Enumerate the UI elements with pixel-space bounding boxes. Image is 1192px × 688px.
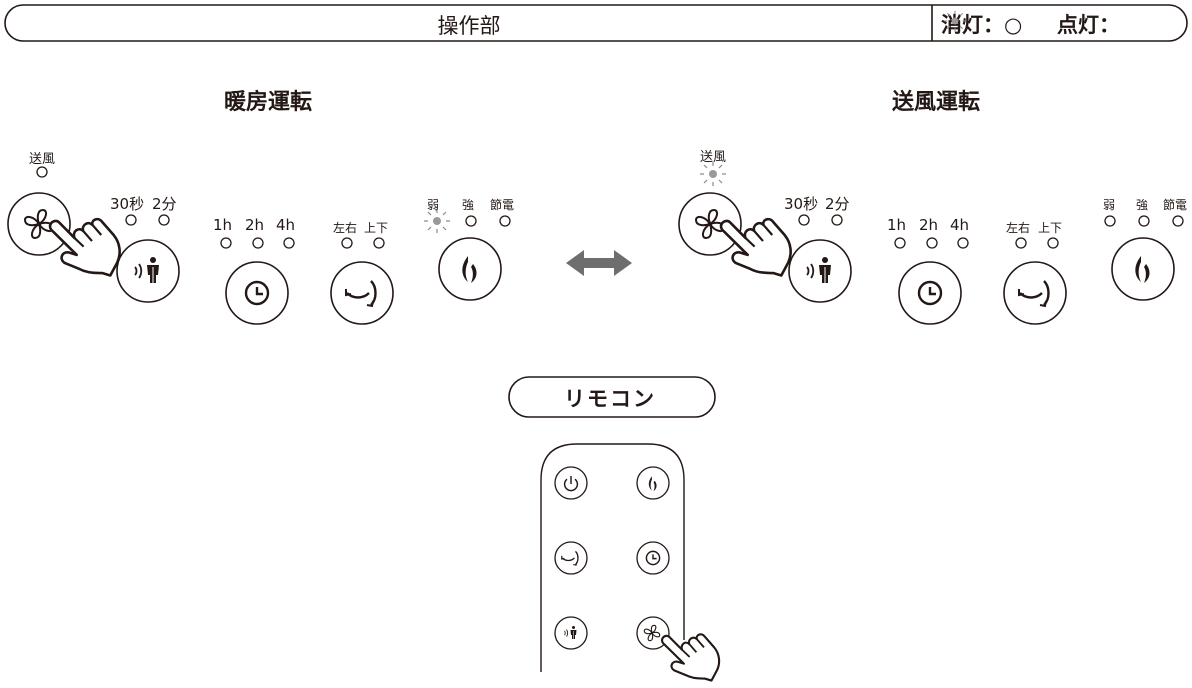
left-sensor-led-2m <box>158 214 170 226</box>
right-heat-led-strong <box>1138 215 1150 227</box>
remote-timer-button[interactable] <box>636 541 670 575</box>
right-timer-label-1h: 1h <box>887 216 907 234</box>
right-heat-label-strong: 強 <box>1136 198 1149 212</box>
right-sensor-led-30s <box>798 214 810 226</box>
right-heat-label-weak: 弱 <box>1103 198 1116 212</box>
right-sensor-button[interactable] <box>788 239 852 303</box>
right-sensor-label-30s: 30秒 <box>784 195 819 213</box>
header-title: 操作部 <box>437 14 501 38</box>
right-heat-led-eco <box>1172 215 1184 227</box>
left-heat-led-strong <box>465 215 477 227</box>
left-swing-led-lr <box>341 237 353 249</box>
right-heat-led-weak <box>1104 215 1116 227</box>
right-heat-button[interactable] <box>1111 237 1175 301</box>
right-swing-led-ud <box>1047 237 1059 249</box>
left-swing-button[interactable] <box>330 261 394 325</box>
left-swing-label-ud: 上下 <box>364 221 389 235</box>
right-swing-button[interactable] <box>1003 261 1067 325</box>
remote-title-frame <box>508 376 716 418</box>
remote-power-button[interactable] <box>554 466 588 500</box>
right-heat-label-eco: 節電 <box>1163 198 1188 212</box>
remote-swing-button[interactable] <box>554 541 588 575</box>
right-swing-label-ud: 上下 <box>1038 221 1063 235</box>
legend-off-label: 消灯： <box>941 13 1004 37</box>
left-heat-label-weak: 弱 <box>427 198 440 212</box>
right-sensor-led-2m <box>831 214 843 226</box>
left-sensor-label-2m: 2分 <box>152 195 177 213</box>
led-legend: 消灯：○ 点灯： <box>941 9 1120 39</box>
left-sensor-button[interactable] <box>116 239 180 303</box>
right-timer-led-4h <box>957 237 969 249</box>
left-timer-label-4h: 4h <box>276 216 296 234</box>
right-timer-button[interactable] <box>898 261 962 325</box>
left-fan-label: 送風 <box>28 152 55 167</box>
fan-mode-title: 送風運転 <box>891 90 980 115</box>
right-fan-button[interactable] <box>678 192 742 256</box>
remote-body <box>540 443 685 672</box>
header-frame <box>4 4 1188 42</box>
legend-on-label: 点灯： <box>1056 13 1120 37</box>
left-sensor-led-30s <box>125 214 137 226</box>
left-fan-led <box>36 166 48 178</box>
left-heat-button[interactable] <box>438 237 502 301</box>
left-sensor-label-30s: 30秒 <box>110 195 145 213</box>
left-timer-label-2h: 2h <box>245 216 265 234</box>
left-timer-led-2h <box>252 237 264 249</box>
left-swing-led-ud <box>373 237 385 249</box>
right-swing-label-lr: 左右 <box>1006 221 1031 235</box>
left-fan-button[interactable] <box>7 192 71 256</box>
right-timer-label-2h: 2h <box>919 216 939 234</box>
right-fan-label: 送風 <box>699 150 726 165</box>
left-timer-label-1h: 1h <box>213 216 233 234</box>
left-timer-led-1h <box>220 237 232 249</box>
left-swing-label-lr: 左右 <box>333 221 358 235</box>
left-timer-button[interactable] <box>225 261 289 325</box>
left-heat-led-eco <box>499 215 511 227</box>
right-timer-led-1h <box>894 237 906 249</box>
remote-fan-button[interactable] <box>636 616 670 650</box>
right-sensor-label-2m: 2分 <box>825 195 850 213</box>
left-heat-label-strong: 強 <box>462 198 475 212</box>
right-swing-led-lr <box>1015 237 1027 249</box>
remote-sensor-button[interactable] <box>554 616 588 650</box>
remote-title: リモコン <box>564 387 656 411</box>
legend-off-symbol: ○ <box>1004 13 1023 37</box>
double-arrow-icon <box>566 250 632 276</box>
left-timer-led-4h <box>283 237 295 249</box>
heating-mode-title: 暖房運転 <box>223 90 312 115</box>
right-timer-led-2h <box>926 237 938 249</box>
right-timer-label-4h: 4h <box>950 216 970 234</box>
remote-flame-button[interactable] <box>636 466 670 500</box>
header-bar: 操作部 消灯：○ 点灯： <box>4 4 1188 42</box>
left-heat-label-eco: 節電 <box>490 198 515 212</box>
